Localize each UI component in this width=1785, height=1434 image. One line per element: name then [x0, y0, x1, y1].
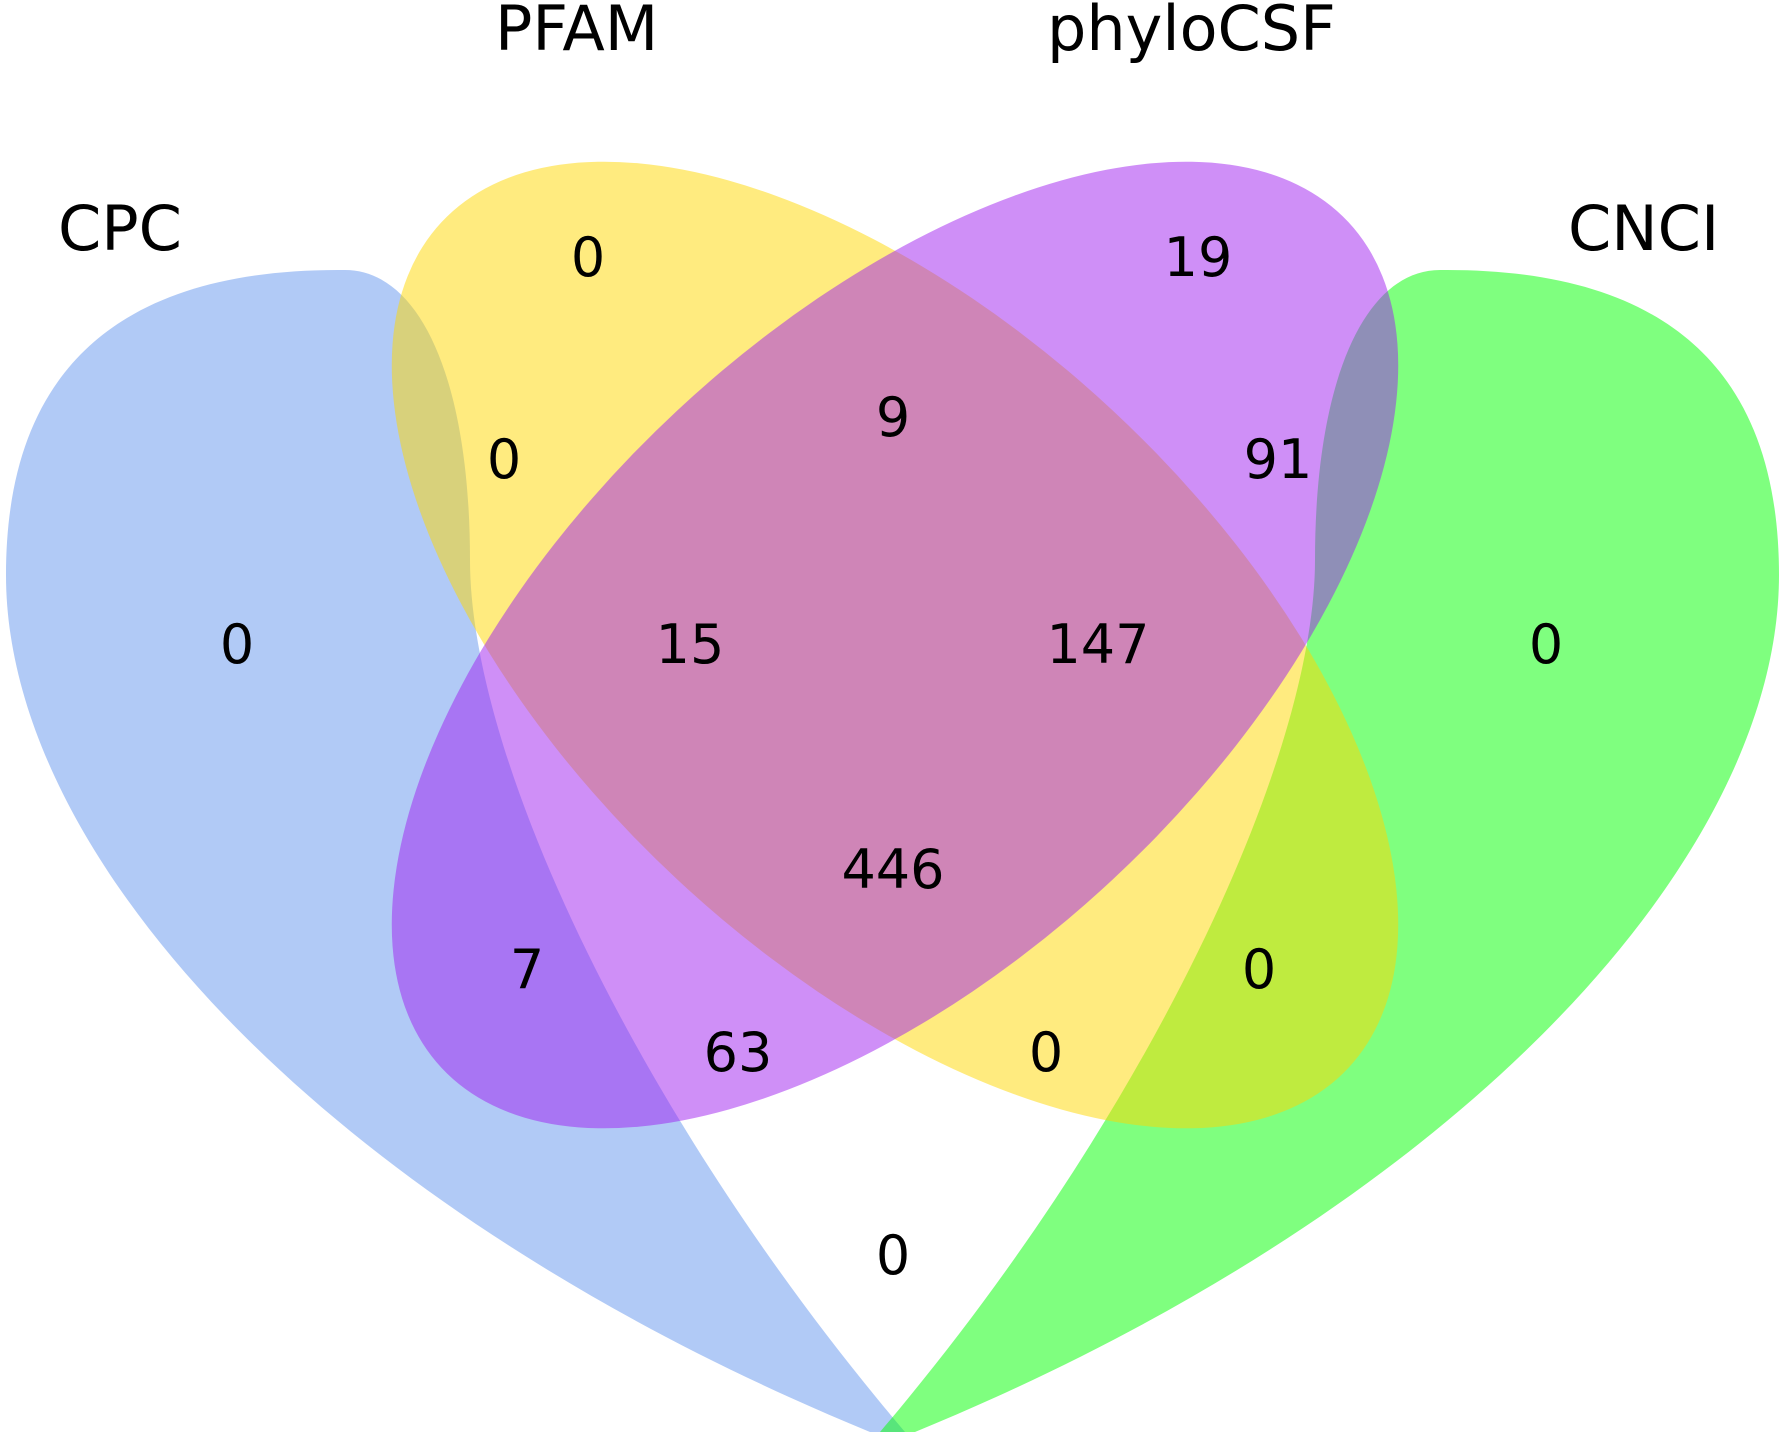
set-label-cnci: CNCI	[1568, 192, 1719, 265]
region-count-cpc: 0	[220, 613, 254, 676]
region-count-phylocsf: 19	[1164, 226, 1233, 289]
region-count-cpc-pfam-phylocsf: 15	[656, 613, 725, 676]
set-label-phylocsf: phyloCSF	[1047, 0, 1336, 65]
region-count-phylocsf-cnci: 91	[1244, 428, 1313, 491]
set-label-pfam: PFAM	[495, 0, 658, 65]
region-count-cpc-phylocsf-cnci: 63	[704, 1021, 773, 1084]
region-count-pfam-phylocsf: 9	[876, 386, 910, 449]
region-count-pfam-cnci: 0	[1242, 938, 1276, 1001]
region-count-pfam-phylocsf-cnci: 147	[1046, 613, 1149, 676]
region-count-cpc-pfam-phylocsf-cnci: 446	[841, 838, 944, 901]
region-count-pfam: 0	[571, 226, 605, 289]
set-shape-phylocsf	[391, 161, 1399, 1129]
region-count-cnci: 0	[1529, 613, 1563, 676]
region-count-cpc-cnci: 0	[876, 1224, 910, 1287]
set-label-cpc: CPC	[58, 192, 182, 265]
region-count-cpc-pfam: 0	[487, 428, 521, 491]
region-count-cpc-phylocsf: 7	[510, 938, 544, 1001]
region-count-cpc-pfam-cnci: 0	[1029, 1021, 1063, 1084]
